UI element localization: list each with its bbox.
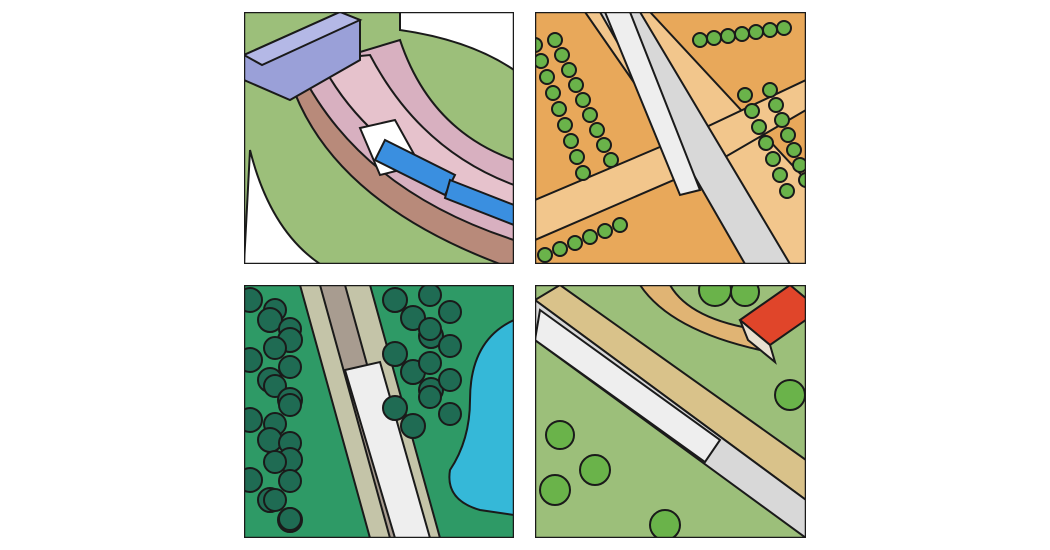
tree [786,142,802,158]
panel-tunnel [244,12,514,264]
tree [582,107,598,123]
tree [244,347,263,373]
tree [649,509,681,538]
tree [545,420,575,450]
panel-forest-lake [244,285,514,538]
tree [547,32,563,48]
tree [263,488,287,512]
tree [278,469,302,493]
tree [748,24,764,40]
tree [737,87,753,103]
tree [762,22,778,38]
tree [263,336,287,360]
train [343,360,432,538]
tree [579,454,611,486]
tree [575,92,591,108]
tree [400,305,426,331]
tree [382,395,408,421]
tree [438,402,462,426]
tree [720,28,736,44]
tree [776,20,792,36]
tree [730,285,760,307]
tree [758,135,774,151]
tree [762,82,778,98]
tree [774,112,790,128]
tree [551,101,567,117]
tree [780,127,796,143]
panel-farmland [535,285,806,538]
tree [418,317,442,341]
tree [554,47,570,63]
tree [244,407,263,433]
tree [535,53,549,69]
tree [278,507,302,531]
farm-trees [539,285,806,538]
tree [418,351,442,375]
tree [569,149,585,165]
tree [539,474,571,506]
train [535,308,722,464]
tree [438,300,462,324]
tree [603,152,619,168]
tree [537,247,553,263]
tree [596,137,612,153]
tree [779,183,795,199]
tree [744,103,760,119]
tree [792,157,806,173]
tree [278,355,302,379]
tree [535,37,543,53]
orchard-trees [535,20,806,263]
tree [244,287,263,313]
tree [438,368,462,392]
tree [278,393,302,417]
tree [418,285,442,307]
tree [768,97,784,113]
tree [772,167,788,183]
train [358,118,514,227]
barn [738,285,806,365]
forest-trees [244,285,462,533]
tree [563,133,579,149]
tree [539,69,555,85]
tree [545,85,561,101]
tree [751,119,767,135]
tree [438,334,462,358]
tree [692,32,708,48]
lake [448,318,514,517]
tree [589,122,605,138]
tree [244,467,263,493]
tree [382,287,408,313]
tree [382,341,408,367]
tree [568,77,584,93]
tree [774,379,806,411]
tree [567,235,583,251]
tree [765,151,781,167]
tree [263,450,287,474]
tree [257,307,283,333]
tree [561,62,577,78]
panel-orchard [535,12,806,264]
tree [557,117,573,133]
tree [706,30,722,46]
tree [798,172,806,188]
tree [597,223,613,239]
tree [612,217,628,233]
tree [552,241,568,257]
train [603,12,702,197]
tree [400,413,426,439]
tree [418,385,442,409]
tree [582,229,598,245]
tree [575,165,591,181]
tree [698,285,732,307]
tree [734,26,750,42]
